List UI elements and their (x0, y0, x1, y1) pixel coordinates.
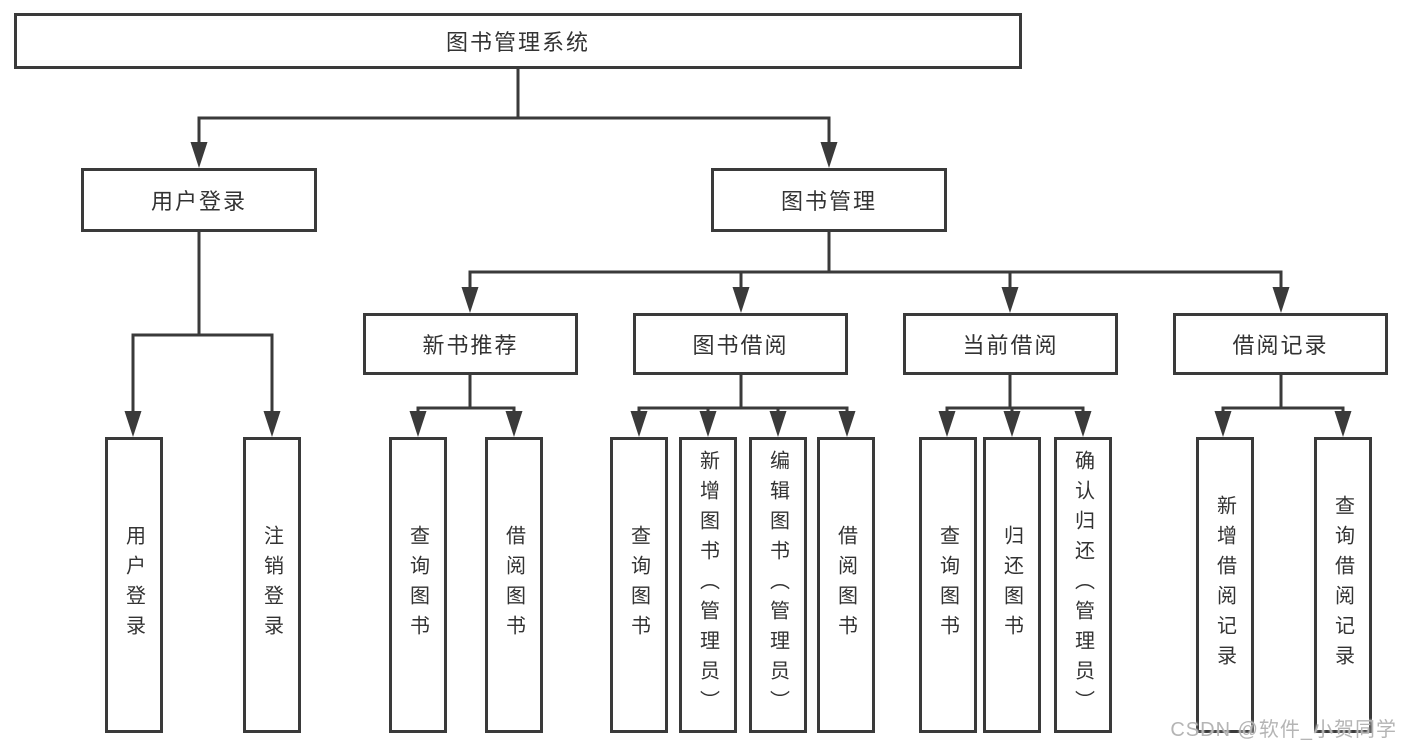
leaf-add-borrow-record-label: 新增借阅记录 (1213, 495, 1236, 675)
node-root-system: 图书管理系统 (14, 13, 1022, 69)
leaf-query-books-current-label: 查询图书 (936, 525, 959, 645)
csdn-watermark: CSDN @软件_小贺同学 (1170, 719, 1397, 741)
connector-new-book-rec-to-leaves (416, 375, 516, 415)
node-root-system-label: 图书管理系统 (445, 30, 590, 55)
leaf-query-borrow-record-label: 查询借阅记录 (1331, 495, 1354, 675)
node-new-book-recommend: 新书推荐 (363, 313, 578, 375)
node-user-login: 用户登录 (81, 168, 317, 232)
leaf-logout: 注销登录 (243, 437, 301, 733)
node-book-borrowing: 图书借阅 (633, 313, 848, 375)
arrowheads-level3 (461, 287, 1290, 313)
leaf-query-books-current: 查询图书 (919, 437, 977, 733)
leaf-query-books-borrow: 查询图书 (610, 437, 668, 733)
arrowheads-book-borrow-leaves (630, 411, 856, 437)
leaf-borrow-books: 借阅图书 (817, 437, 875, 733)
leaf-confirm-return-admin: 确认归还（管理员） (1054, 437, 1112, 733)
connector-book-mgmt-to-level3 (468, 232, 1283, 292)
leaf-confirm-return-admin-label: 确认归还（管理员） (1071, 450, 1094, 720)
arrowheads-current-borrow-leaves (938, 411, 1092, 437)
leaf-logout-label: 注销登录 (260, 525, 283, 645)
node-current-borrowing: 当前借阅 (903, 313, 1118, 375)
leaf-return-books: 归还图书 (983, 437, 1041, 733)
leaf-add-books-admin-label: 新增图书（管理员） (696, 450, 719, 720)
leaf-borrow-books-recommend-label: 借阅图书 (502, 525, 525, 645)
connector-current-borrow-to-leaves (945, 375, 1085, 415)
leaf-borrow-books-label: 借阅图书 (834, 525, 857, 645)
node-user-login-label: 用户登录 (150, 189, 247, 214)
leaf-add-borrow-record: 新增借阅记录 (1196, 437, 1254, 733)
arrowheads-borrow-records-leaves (1214, 411, 1352, 437)
leaf-query-books-borrow-label: 查询图书 (627, 525, 650, 645)
leaf-user-login: 用户登录 (105, 437, 163, 733)
node-book-borrowing-label: 图书借阅 (692, 333, 789, 358)
leaf-return-books-label: 归还图书 (1000, 525, 1023, 645)
arrowheads-user-login-leaves (124, 411, 281, 437)
node-current-borrowing-label: 当前借阅 (962, 333, 1059, 358)
leaf-edit-books-admin-label: 编辑图书（管理员） (766, 450, 789, 720)
arrowheads-level2 (190, 142, 838, 168)
node-borrowing-records: 借阅记录 (1173, 313, 1388, 375)
leaf-borrow-books-recommend: 借阅图书 (485, 437, 543, 733)
leaf-query-books-recommend-label: 查询图书 (406, 525, 429, 645)
connector-user-login-to-leaves (131, 232, 274, 415)
leaf-user-login-label: 用户登录 (122, 525, 145, 645)
node-book-management-label: 图书管理 (780, 189, 877, 214)
leaf-query-books-recommend: 查询图书 (389, 437, 447, 733)
node-book-management: 图书管理 (711, 168, 947, 232)
leaf-query-borrow-record: 查询借阅记录 (1314, 437, 1372, 733)
leaf-add-books-admin: 新增图书（管理员） (679, 437, 737, 733)
node-new-book-recommend-label: 新书推荐 (422, 333, 519, 358)
node-borrowing-records-label: 借阅记录 (1232, 333, 1329, 358)
connector-book-borrow-to-leaves (637, 375, 849, 415)
connector-root-to-level2 (197, 68, 831, 146)
connector-borrow-records-to-leaves (1221, 375, 1345, 415)
arrowheads-new-book-rec-leaves (409, 411, 523, 437)
leaf-edit-books-admin: 编辑图书（管理员） (749, 437, 807, 733)
